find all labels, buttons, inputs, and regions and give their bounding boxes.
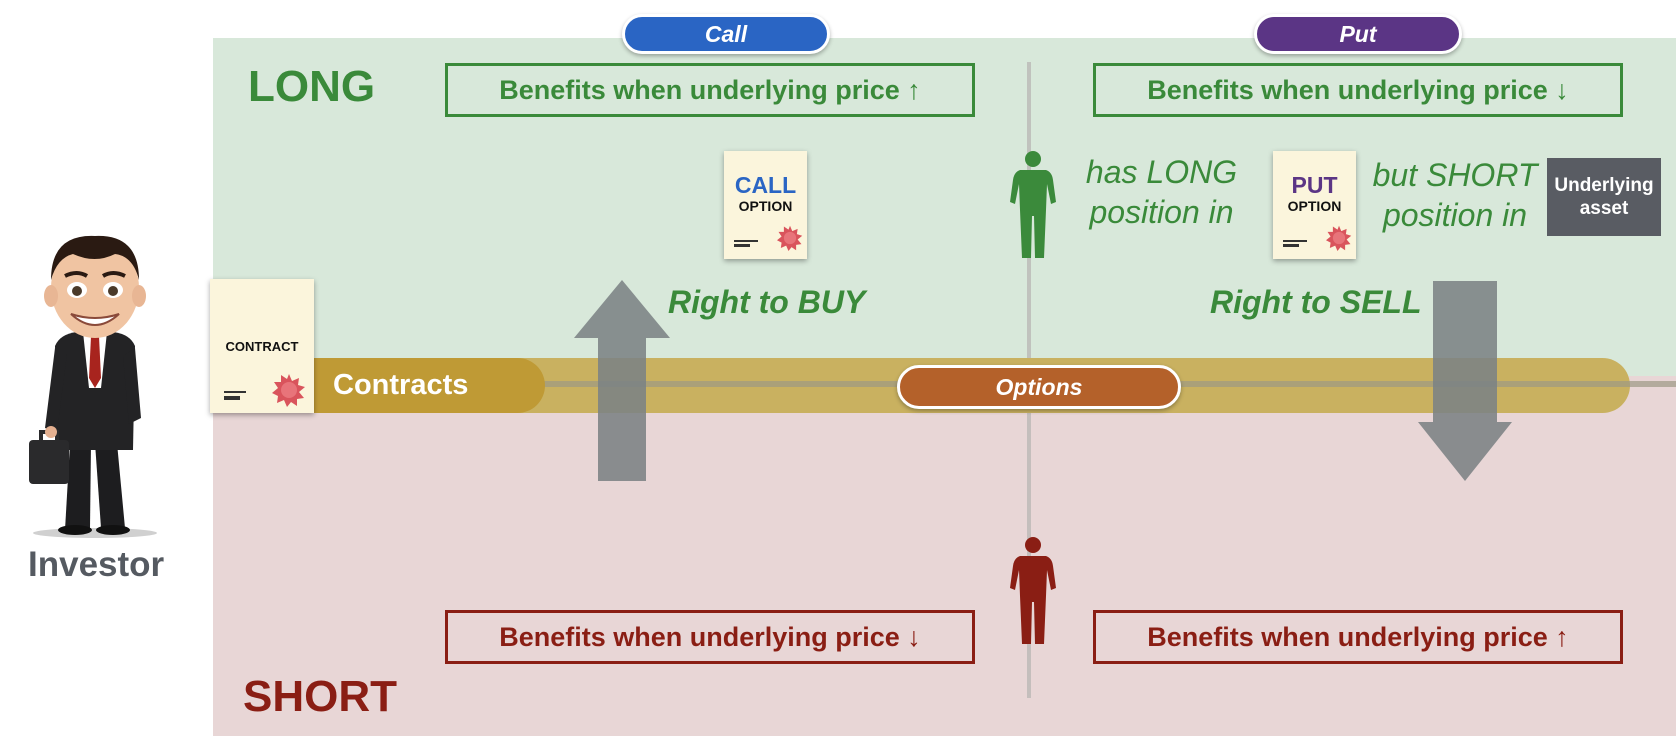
signature-line: [224, 391, 246, 393]
signature-mark: [1283, 244, 1299, 247]
up-arrow: [574, 280, 670, 481]
right-to-sell-label: Right to SELL: [1210, 284, 1422, 320]
person-silhouette-red: [1010, 537, 1056, 644]
investor-avatar: [29, 235, 157, 538]
call-document-title: CALL: [734, 172, 797, 198]
long-call-benefit: Benefits when underlying price ↑: [445, 63, 975, 117]
contracts-segment: [300, 358, 545, 413]
long-put-benefit: Benefits when underlying price ↓: [1093, 63, 1623, 117]
signature-line: [734, 240, 758, 242]
signature-mark: [734, 244, 750, 247]
down-arrow: [1418, 281, 1512, 481]
contract-document-label: CONTRACT: [225, 339, 299, 354]
contracts-label: Contracts: [333, 369, 469, 401]
has-long-position-text: has LONG position in: [1084, 152, 1239, 232]
seal-icon: [777, 225, 803, 251]
underlying-asset-box: Underlying asset: [1547, 158, 1661, 236]
long-row-title: LONG: [248, 62, 376, 111]
options-pill: Options: [897, 365, 1181, 409]
short-put-benefit: Benefits when underlying price ↑: [1093, 610, 1623, 664]
person-silhouette-green: [1010, 151, 1056, 258]
call-option-document: CALL OPTION: [724, 151, 807, 259]
put-column-header: Put: [1254, 14, 1462, 54]
seal-icon: [1326, 225, 1352, 251]
call-document-subtitle: OPTION: [738, 198, 793, 214]
put-option-document: PUT OPTION: [1273, 151, 1356, 259]
put-document-subtitle: OPTION: [1287, 198, 1342, 214]
signature-mark: [224, 396, 240, 400]
short-call-benefit: Benefits when underlying price ↓: [445, 610, 975, 664]
underlying-line2: asset: [1579, 198, 1629, 219]
call-column-header: Call: [622, 14, 830, 54]
but-short-position-text: but SHORT position in: [1370, 155, 1540, 235]
but-short-line2: position in: [1382, 197, 1528, 233]
underlying-line1: Underlying: [1554, 175, 1654, 196]
has-long-line2: position in: [1089, 194, 1234, 230]
seal-icon: [272, 374, 305, 407]
but-short-line1: but SHORT: [1372, 157, 1538, 193]
signature-line: [1283, 240, 1307, 242]
contract-document: CONTRACT: [210, 279, 314, 413]
short-row-title: SHORT: [243, 672, 397, 721]
right-to-buy-label: Right to BUY: [668, 284, 866, 320]
investor-label: Investor: [28, 545, 165, 584]
long-region: [213, 38, 1676, 376]
put-document-title: PUT: [1291, 172, 1338, 198]
has-long-line1: has LONG: [1085, 154, 1238, 190]
